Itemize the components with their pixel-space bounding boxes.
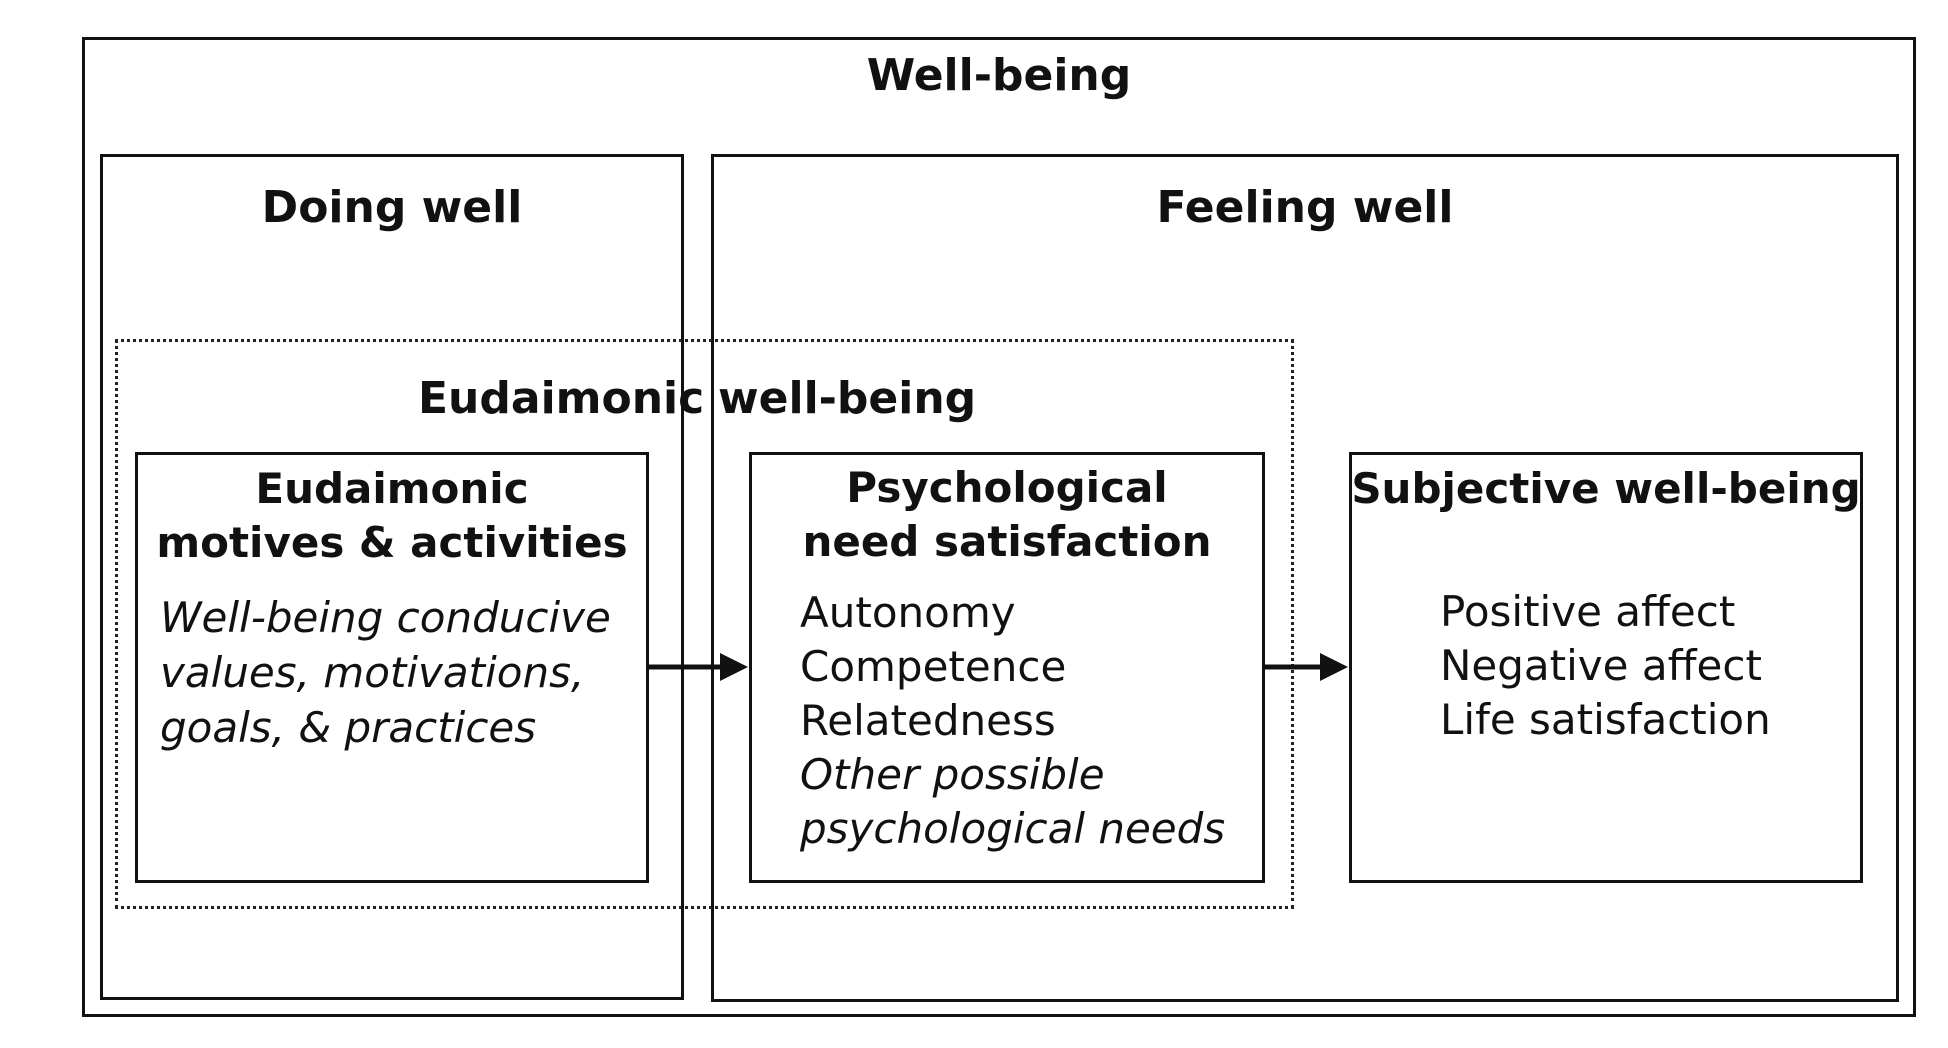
needs-box-list: Autonomy Competence Relatedness Other po… xyxy=(800,586,1225,856)
swb-box-title: Subjective well-being xyxy=(1351,464,1861,513)
doing-well-label: Doing well xyxy=(261,182,523,233)
eudaimonic-region-label-left: Eudaimonic xyxy=(418,373,705,424)
swb-item-life-satisfaction: Life satisfaction xyxy=(1440,695,1771,744)
eudaimonic-region-label-right: well-being xyxy=(718,373,977,424)
motives-body-line: Well-being conducive xyxy=(160,593,611,642)
needs-box-title: Psychological need satisfaction xyxy=(749,461,1265,569)
well-being-title: Well-being xyxy=(866,50,1132,101)
well-being-frame xyxy=(82,37,1916,1017)
swb-item-negative-affect: Negative affect xyxy=(1440,641,1762,690)
need-item-other: Other possible xyxy=(800,750,1105,799)
psychological-needs-box xyxy=(749,452,1265,883)
eudaimonic-motives-box xyxy=(135,452,649,883)
need-item-other: psychological needs xyxy=(800,804,1226,853)
arrow-motives-to-needs xyxy=(649,653,748,681)
eudaimonic-well-being-region xyxy=(115,339,1294,909)
need-item-competence: Competence xyxy=(800,642,1067,691)
needs-title-line: need satisfaction xyxy=(802,517,1212,566)
swb-item-positive-affect: Positive affect xyxy=(1440,587,1736,636)
feeling-well-frame xyxy=(711,154,1899,1002)
need-item-autonomy: Autonomy xyxy=(800,588,1016,637)
doing-well-frame xyxy=(100,154,684,1000)
motives-body-line: goals, & practices xyxy=(160,703,537,752)
motives-title-line: motives & activities xyxy=(156,518,628,567)
needs-title-line: Psychological xyxy=(846,463,1168,512)
motives-box-body: Well-being conducive values, motivations… xyxy=(160,590,611,755)
feeling-well-label: Feeling well xyxy=(1156,182,1454,233)
motives-body-line: values, motivations, xyxy=(160,648,585,697)
arrow-needs-to-swb xyxy=(1265,653,1348,681)
need-item-relatedness: Relatedness xyxy=(800,696,1056,745)
subjective-well-being-box xyxy=(1349,452,1863,883)
swb-box-list: Positive affect Negative affect Life sat… xyxy=(1440,585,1771,747)
motives-title-line: Eudaimonic xyxy=(255,464,529,513)
motives-box-title: Eudaimonic motives & activities xyxy=(135,462,649,570)
